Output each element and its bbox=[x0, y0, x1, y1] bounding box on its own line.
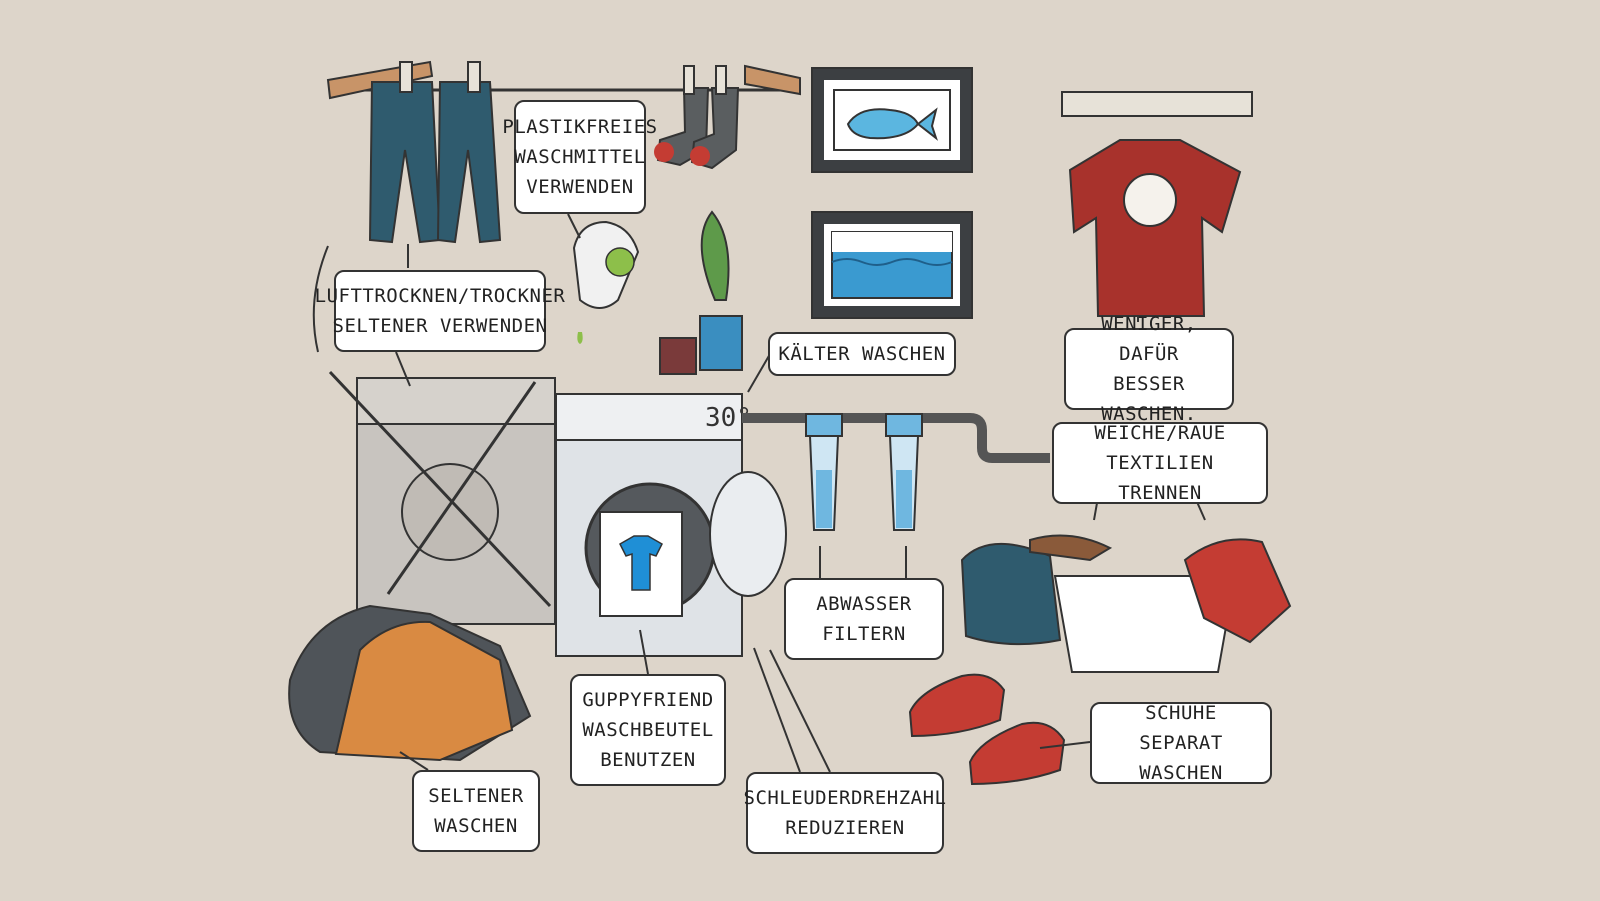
callout-wash-bag-line-3: BENUTZEN bbox=[600, 749, 696, 771]
dryer-crossed-out bbox=[328, 370, 556, 625]
callout-filter-line-2: FILTERN bbox=[822, 623, 906, 645]
callout-filter: ABWASSER FILTERN bbox=[784, 578, 944, 660]
sea-picture bbox=[811, 211, 973, 319]
callout-less-often: SELTENER WASCHEN bbox=[412, 770, 540, 852]
callout-fewer-better: WENIGER, DAFÜR BESSER WASCHEN. bbox=[1064, 313, 1234, 425]
water-filters bbox=[742, 413, 1050, 531]
shoes bbox=[908, 673, 1066, 786]
callout-separate-textiles-line-2: TEXTILIEN TRENNEN bbox=[1106, 452, 1214, 504]
callout-filter-line-1: ABWASSER bbox=[816, 593, 912, 615]
callout-less-often-line-1: SELTENER bbox=[428, 785, 524, 807]
callout-colder-line-1: KÄLTER WASCHEN bbox=[778, 343, 946, 365]
hanger-bracket-right bbox=[744, 64, 801, 96]
callout-less-often-line-2: WASCHEN bbox=[434, 815, 518, 837]
callout-fewer-better-line-1: WENIGER, DAFÜR bbox=[1101, 313, 1197, 365]
callout-spin-speed: SCHLEUDERDREHZAHL REDUZIEREN bbox=[743, 772, 947, 854]
callout-fewer-better-line-2: BESSER WASCHEN. bbox=[1101, 373, 1197, 425]
jackets-pile bbox=[288, 604, 532, 762]
callout-detergent: PLASTIKFREIES WASCHMITTEL VERWENDEN bbox=[502, 100, 657, 214]
callout-detergent-line-1: PLASTIKFREIES bbox=[502, 116, 658, 138]
callout-air-dry-line-1: LUFTTROCKNEN/TROCKNER bbox=[314, 285, 566, 307]
callout-wash-bag-line-1: GUPPYFRIEND bbox=[582, 689, 714, 711]
callout-air-dry: LUFTTROCKNEN/TROCKNER SELTENER VERWENDEN bbox=[315, 270, 565, 352]
callout-air-dry-line-2: SELTENER VERWENDEN bbox=[332, 315, 548, 337]
callout-shoes-line-1: SCHUHE SEPARAT bbox=[1139, 702, 1223, 754]
callout-detergent-line-2: WASCHMITTEL bbox=[514, 146, 646, 168]
callout-spin-speed-line-2: REDUZIEREN bbox=[785, 817, 905, 839]
washing-machine: 30° bbox=[555, 393, 787, 657]
callout-separate-textiles: WEICHE/RAUE TEXTILIEN TRENNEN bbox=[1052, 422, 1268, 504]
callout-separate-textiles-line-1: WEICHE/RAUE bbox=[1094, 422, 1226, 444]
pants-drying bbox=[368, 61, 502, 244]
callout-shoes-line-2: WASCHEN bbox=[1139, 762, 1223, 784]
callout-spin-speed-line-1: SCHLEUDERDREHZAHL bbox=[743, 787, 947, 809]
laundry-basket bbox=[960, 534, 1292, 673]
callout-wash-bag: GUPPYFRIEND WASCHBEUTEL BENUTZEN bbox=[570, 674, 726, 786]
cotton-shirt bbox=[1061, 91, 1253, 317]
callout-colder: KÄLTER WASCHEN bbox=[768, 332, 956, 376]
plants bbox=[659, 210, 743, 375]
callout-detergent-line-3: VERWENDEN bbox=[526, 176, 634, 198]
detergent-bottle bbox=[572, 220, 640, 344]
callout-shoes: SCHUHE SEPARAT WASCHEN bbox=[1090, 702, 1272, 784]
socks-drying bbox=[654, 65, 740, 170]
callout-wash-bag-line-2: WASCHBEUTEL bbox=[582, 719, 714, 741]
whale-picture bbox=[811, 67, 973, 173]
